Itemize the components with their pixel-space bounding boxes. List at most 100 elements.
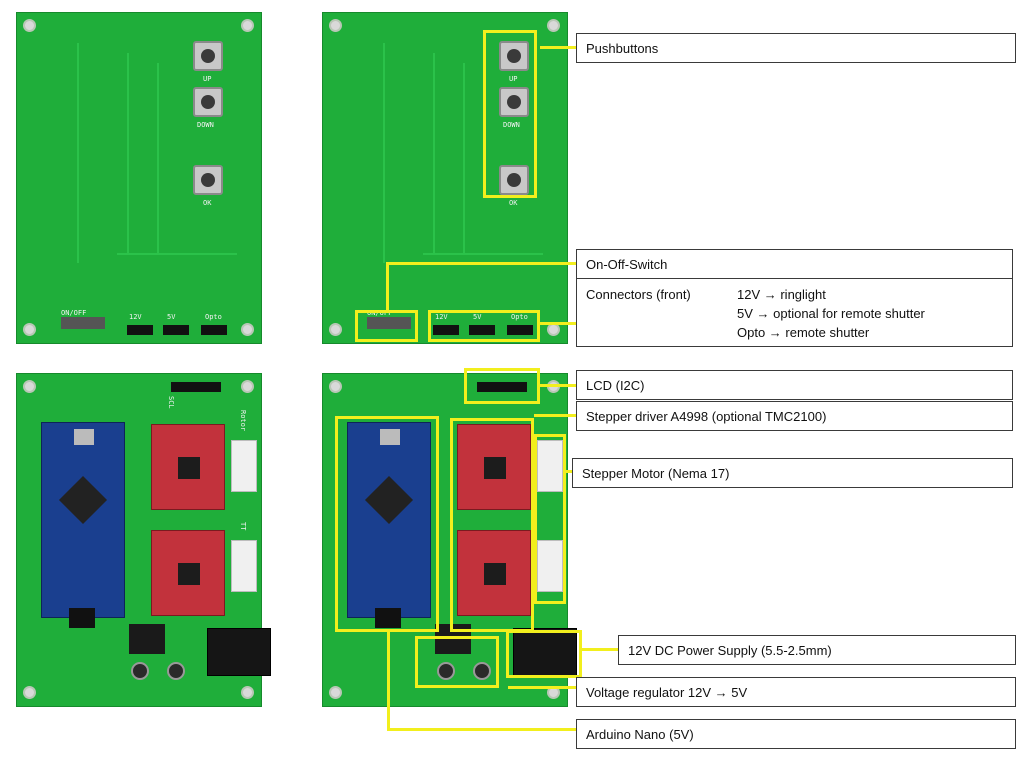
connector-5v: [469, 325, 495, 335]
leader-power: [582, 648, 618, 651]
highlight-arduino: [335, 416, 439, 632]
callout-lcd: LCD (I2C): [576, 370, 1013, 400]
capacitor: [473, 662, 491, 680]
callout-stepper-motor: Stepper Motor (Nema 17): [572, 458, 1013, 488]
voltage-regulator: [129, 624, 165, 654]
leader-regulator-h: [508, 686, 576, 689]
callout-connectors: Connectors (front) 12V → ringlight 5V → …: [576, 278, 1013, 347]
mounting-hole: [241, 380, 254, 393]
leader-motor: [566, 470, 576, 473]
rotor-connector: [231, 440, 257, 492]
arduino-nano: [41, 422, 125, 618]
pcb-bottom-left: SCL Rotor TT: [16, 373, 271, 707]
tt-connector: [537, 540, 563, 592]
callout-stepper-driver: Stepper driver A4998 (optional TMC2100): [576, 401, 1013, 431]
pin-header: [69, 608, 95, 628]
leader-switch-h: [386, 262, 576, 265]
callout-arduino: Arduino Nano (5V): [576, 719, 1016, 749]
leader-arduino-h: [387, 728, 576, 731]
connectors-line-opto: Opto → remote shutter: [737, 325, 870, 340]
callout-on-off-switch: On-Off-Switch: [576, 249, 1013, 279]
highlight-driver: [450, 418, 534, 632]
leader-driver: [534, 414, 576, 417]
pcb-top-right: UP DOWN OK ON/OFF 12V 5V Opto: [322, 12, 568, 344]
label-down: DOWN: [503, 121, 520, 129]
connector-12v: [127, 325, 153, 335]
mounting-hole: [23, 686, 36, 699]
mounting-hole: [241, 19, 254, 32]
mounting-hole: [329, 323, 342, 336]
leader-switch-v: [386, 262, 389, 310]
label-12v: 12V: [129, 313, 142, 321]
label-down: DOWN: [197, 121, 214, 129]
connector-opto: [201, 325, 227, 335]
mounting-hole: [241, 686, 254, 699]
label-5v: 5V: [167, 313, 176, 321]
callout-pushbuttons: Pushbuttons: [576, 33, 1016, 63]
pushbutton-down: [499, 87, 529, 117]
pushbutton-up: [499, 41, 529, 71]
label-ok: OK: [509, 199, 518, 207]
pushbutton-ok: [193, 165, 223, 195]
pcb-bottom-right: [322, 373, 577, 707]
pushbutton-down: [193, 87, 223, 117]
leader-connectors: [540, 322, 576, 325]
label-opto: Opto: [511, 313, 528, 321]
switch: [61, 317, 105, 329]
stepper-driver-2: [151, 530, 225, 616]
highlight-switch: [355, 310, 418, 342]
pushbutton-ok: [499, 165, 529, 195]
leader-arduino-v: [387, 632, 390, 730]
label-up: UP: [203, 75, 212, 83]
pin-scl: SCL: [167, 396, 175, 409]
capacitor: [437, 662, 455, 680]
dc-jack: [513, 628, 577, 676]
mounting-hole: [23, 380, 36, 393]
mounting-hole: [23, 323, 36, 336]
highlight-pushbuttons: [483, 30, 537, 198]
pushbutton-up: [193, 41, 223, 71]
label-up: UP: [509, 75, 518, 83]
lcd-header: [477, 382, 527, 392]
connectors-line-12v: 12V → ringlight: [737, 287, 826, 302]
leader-pushbuttons: [540, 46, 576, 49]
mounting-hole: [329, 380, 342, 393]
callout-power-supply: 12V DC Power Supply (5.5-2.5mm): [618, 635, 1016, 665]
connector-opto: [507, 325, 533, 335]
pin-header: [375, 608, 401, 628]
mounting-hole: [241, 323, 254, 336]
stepper-driver-1: [457, 424, 531, 510]
connectors-title: Connectors (front): [586, 287, 691, 302]
lcd-header: [171, 382, 221, 392]
label-opto: Opto: [205, 313, 222, 321]
stepper-driver-2: [457, 530, 531, 616]
label-on-off: ON/OFF: [367, 309, 393, 317]
label-5v: 5V: [473, 313, 482, 321]
label-12v: 12V: [435, 313, 448, 321]
lcd-pin-labels: SCL: [167, 396, 175, 409]
connector-12v: [433, 325, 459, 335]
mounting-hole: [329, 686, 342, 699]
highlight-connectors: [428, 310, 540, 342]
callout-voltage-regulator: Voltage regulator 12V → 5V: [576, 677, 1016, 707]
mounting-hole: [23, 19, 36, 32]
capacitor: [131, 662, 149, 680]
connectors-line-5v: 5V → optional for remote shutter: [737, 306, 925, 321]
capacitor: [167, 662, 185, 680]
tt-label: TT: [239, 522, 247, 531]
mounting-hole: [547, 19, 560, 32]
connector-5v: [163, 325, 189, 335]
leader-lcd: [540, 384, 576, 387]
mounting-hole: [329, 19, 342, 32]
rotor-connector: [537, 440, 563, 492]
label-on-off: ON/OFF: [61, 309, 87, 317]
highlight-lcd: [464, 368, 540, 404]
pcb-top-left: UP DOWN OK ON/OFF 12V 5V Opto: [16, 12, 262, 344]
highlight-motor-connectors: [534, 434, 566, 604]
arduino-nano: [347, 422, 431, 618]
dc-jack: [207, 628, 271, 676]
rotor-label: Rotor: [239, 410, 247, 432]
highlight-regulator: [415, 636, 499, 688]
highlight-power-jack: [506, 630, 582, 678]
stepper-driver-1: [151, 424, 225, 510]
